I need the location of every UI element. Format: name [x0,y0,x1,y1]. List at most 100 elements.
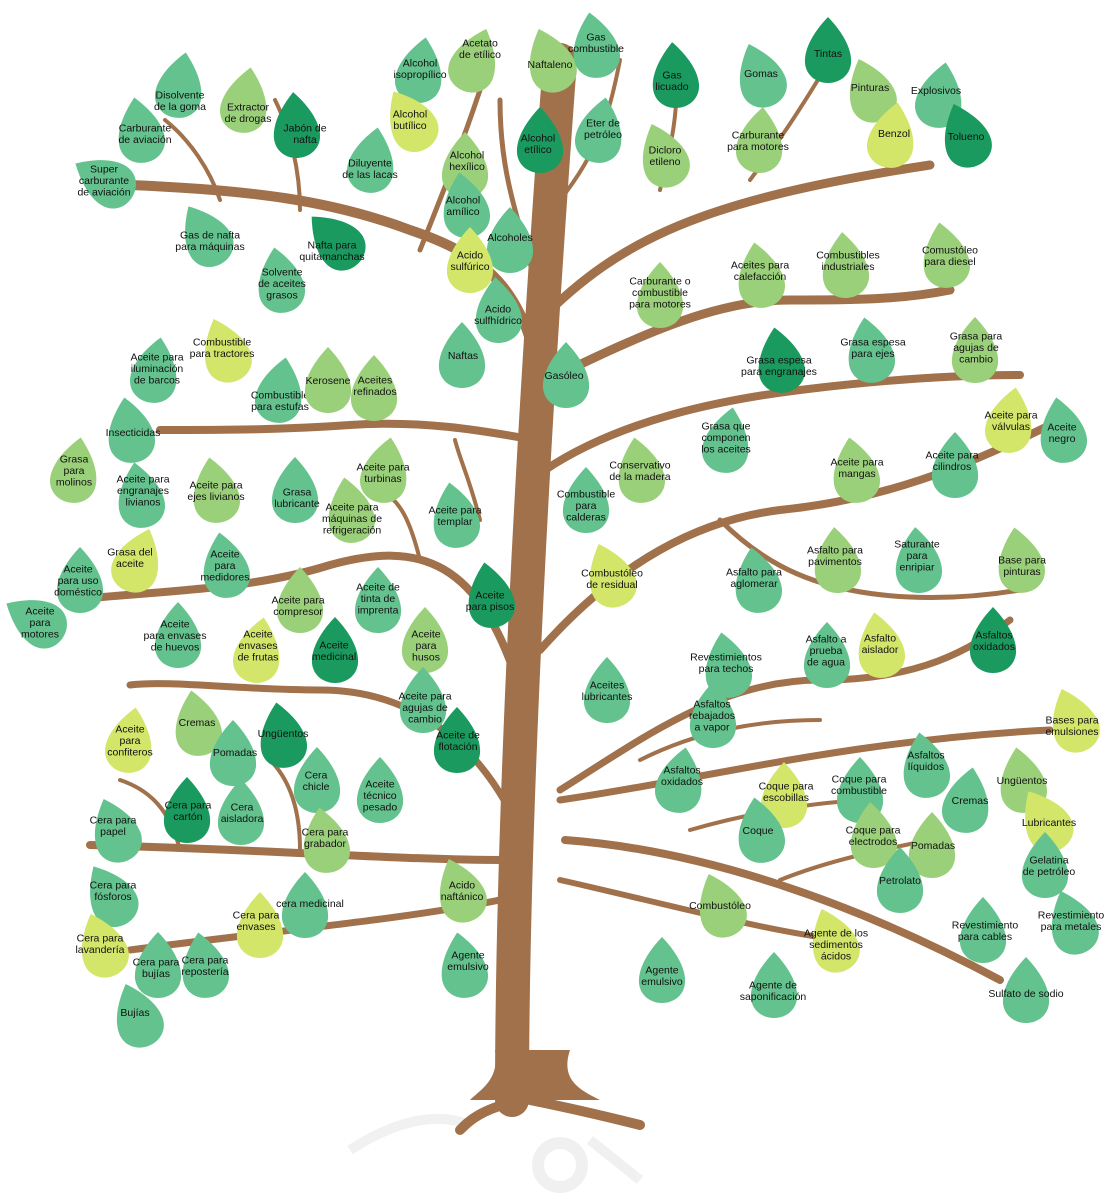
product-leaf: Aceitetécnicopesado [357,757,403,823]
product-label: Disolventede la goma [154,89,206,113]
product-leaf: Gas de naftapara máquinas [168,195,244,275]
product-label: Ungüentos [997,775,1048,787]
product-leaf: Aceite paraturbinas [356,433,413,506]
product-label: Cremas [179,717,216,729]
product-leaf: Eter depetróleo [572,93,629,166]
product-leaf: Asfalto paraaglomerar [726,543,786,616]
product-label: Aceitesrefinados [353,374,396,398]
product-label: cera medicinal [276,898,344,910]
product-label: Gas de naftapara máquinas [175,229,244,253]
product-label: Aceite paramáquinas derefrigeración [322,502,382,537]
branch [160,424,535,440]
product-label: Alcoholhexílico [449,149,485,173]
product-label: Asfalto paraaglomerar [726,566,782,590]
product-leaf: Aceite detinta deimprenta [355,567,401,633]
product-leaf: Aceite paraengranajeslivianos [112,458,170,531]
product-leaf: Extractorde drogas [217,63,274,136]
product-label: Gomas [744,68,778,80]
product-label: Agenteemulsivo [641,964,683,988]
product-label: Cera paragrabador [302,826,349,850]
product-label: Gasóleo [544,370,583,382]
product-leaf: Gomas [727,36,793,114]
product-label: Benzol [878,128,910,140]
product-label: Aceiteparahusos [411,629,440,664]
product-leaf: Aceite paraejes livianos [187,453,245,526]
branch [530,1100,640,1125]
product-leaf: Agenteemulsivo [435,928,492,1001]
product-leaf: Jabón denafta [270,90,327,160]
product-leaf: Grasa delaceite [105,521,171,599]
product-label: Aceite parailuminaciónde barcos [130,352,183,387]
product-leaf: Aceitemedicinal [312,617,358,683]
product-label: Alcoholes [487,232,533,244]
product-label: Petrolato [879,875,921,887]
product-label: Coque paraescobillas [759,780,814,804]
product-label: Aceitetécnicopesado [363,779,398,814]
product-label: Combustiblesindustriales [816,249,880,273]
product-leaf: Agente desaponificación [740,952,807,1018]
product-leaf: Agenteemulsivo [639,937,685,1003]
product-leaf: Comustóleopara diesel [917,218,979,291]
product-leaf: Bases paraemulsiones [1040,681,1106,759]
product-label: Revestimientopara metales [1038,909,1105,933]
product-leaf: Ceraaisladora [218,779,264,845]
product-leaf: Aceite paratemplar [427,478,484,551]
product-label: Asfalto parapavimentos [807,544,863,568]
branch [540,420,1060,650]
product-label: Combustóleode residual [581,567,643,591]
product-leaf: Combustibleparacalderas [557,467,616,533]
product-label: Pomadas [911,840,955,852]
product-label: Naftaleno [528,59,573,71]
branch [850,590,1020,598]
product-leaf: Asfaltosoxidados [652,743,709,816]
product-leaf: Aceite paraagujas decambio [398,667,451,733]
product-leaf: Base parapinturas [992,523,1049,596]
product-label: Alcoholetílico [521,132,555,156]
product-label: Diluyentede las lacas [342,157,397,181]
branch [270,760,300,850]
product-leaf: Disolventede la goma [152,48,209,121]
product-label: Agenteemulsivo [447,949,489,973]
product-label: Aceitenegro [1047,421,1076,445]
product-leaf: Insecticidas [102,393,161,466]
product-leaf: Dicloroetileno [630,116,696,194]
product-label: Tolueno [948,131,985,143]
leaf-shape [217,63,274,136]
product-label: Bases paraemulsiones [1045,714,1098,738]
product-leaf: Cera paracartón [164,777,212,843]
product-label: Cera paraenvases [233,909,280,933]
product-label: Tintas [814,48,842,60]
product-label: Carburantede aviación [118,122,171,146]
product-leaf: Kerosene [305,347,351,413]
product-leaf: Ungüentos [254,698,311,771]
tree-roots [470,1050,600,1100]
product-leaf: Carburantepara motores [727,105,789,175]
product-label: Asfaltosrebajadosa vapor [689,699,735,734]
product-label: Aceiteenvasesde frutas [238,629,279,664]
product-leaf: Combustiblepara tractores [190,311,258,389]
product-leaf: Aceiteenvasesde frutas [230,613,287,686]
product-label: Alcoholamílico [446,194,480,218]
product-leaf: Naftas [439,322,485,388]
product-label: Acetatode etílico [459,37,501,61]
product-label: Combustiblepara tractores [190,336,255,360]
product-label: Nafta paraquitamanchas [299,239,364,263]
product-leaf: Cera paragrabador [297,803,354,876]
product-label: Coque [743,825,774,837]
product-label: Pinturas [851,82,890,94]
product-leaf: Aceiteparahusos [402,607,448,673]
